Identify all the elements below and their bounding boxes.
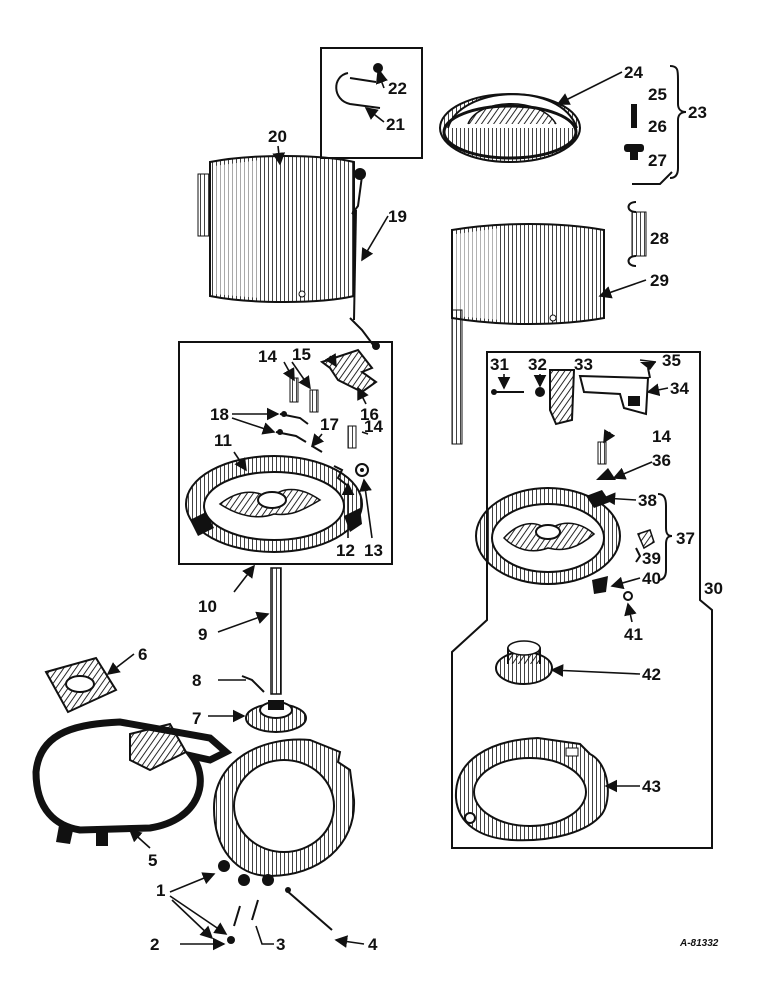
callout-25: 25: [648, 85, 667, 104]
callout-34: 34: [670, 379, 689, 398]
callout-22: 22: [388, 79, 407, 98]
callout-40: 40: [642, 569, 661, 588]
callout-41: 41: [624, 625, 643, 644]
inset-box-right-assembly: [451, 351, 713, 849]
callout-9: 9: [198, 625, 207, 644]
callout-20: 20: [268, 127, 287, 146]
part-bolt-right: [491, 389, 524, 395]
part-threaded-rod: [270, 567, 282, 695]
part-cap: [439, 93, 581, 163]
callout-32: 32: [528, 355, 547, 374]
callouts: 1 2 3 4 5 6 7 8 9 10 11 12 13 14 14 14 1…: [138, 63, 723, 954]
part-cotter-pin: [241, 675, 265, 693]
callout-3: 3: [276, 935, 285, 954]
callout-38: 38: [638, 491, 657, 510]
callout-8: 8: [192, 671, 201, 690]
callout-30: 30: [704, 579, 723, 598]
part-cylinder-housing-right: [451, 223, 605, 445]
callout-42: 42: [642, 665, 661, 684]
callout-4: 4: [368, 935, 378, 954]
callout-12: 12: [336, 541, 355, 560]
callout-26: 26: [648, 117, 667, 136]
part-gear: [245, 700, 307, 733]
callout-23: 23: [688, 103, 707, 122]
callout-24: 24: [624, 63, 643, 82]
callout-7: 7: [192, 709, 201, 728]
callout-13: 13: [364, 541, 383, 560]
part-spring-right: [597, 441, 607, 465]
figure-reference: A-81332: [679, 938, 719, 949]
part-cam-right: [596, 468, 616, 480]
callout-43: 43: [642, 777, 661, 796]
callout-27: 27: [648, 151, 667, 170]
part-bolt: [285, 887, 333, 931]
part-sleeve: [549, 369, 576, 426]
callout-29: 29: [650, 271, 669, 290]
part-screw-right: [640, 362, 656, 379]
callout-28: 28: [650, 229, 669, 248]
part-governor-plate-right: [475, 487, 621, 594]
part-pin: [631, 104, 637, 128]
callout-10: 10: [198, 597, 217, 616]
part-flange-ring: [212, 738, 356, 886]
part-bearing-housing: [44, 656, 118, 714]
callout-16: 16: [360, 405, 379, 424]
callout-11: 11: [214, 431, 232, 450]
callout-5: 5: [148, 851, 157, 870]
callout-36: 36: [652, 451, 671, 470]
callout-19: 19: [388, 207, 407, 226]
callout-2: 2: [150, 935, 159, 954]
callout-17: 17: [320, 415, 339, 434]
part-coil-spring: [627, 201, 647, 267]
callout-6: 6: [138, 645, 147, 664]
part-small-pins: [227, 899, 259, 944]
part-levers: [275, 411, 309, 443]
callout-14a: 14: [258, 347, 277, 366]
part-bracket-right: [578, 374, 650, 416]
callout-1: 1: [156, 881, 165, 900]
part-linkage-rod: [349, 168, 380, 350]
leader-lines: [106, 70, 669, 951]
inset-box-left-assembly: [178, 341, 393, 565]
part-button: [624, 144, 644, 160]
part-nut: [535, 387, 545, 397]
callout-33: 33: [574, 355, 593, 374]
part-washer-right: [623, 591, 633, 601]
braces: [657, 65, 687, 581]
part-clip-right: [635, 529, 655, 563]
callout-37: 37: [676, 529, 695, 548]
part-governor-plate-left: [185, 455, 363, 553]
callout-15: 15: [292, 345, 311, 364]
part-cylinder-housing: [197, 155, 355, 303]
part-base-ring: [454, 736, 609, 842]
callout-21: 21: [386, 115, 405, 134]
callout-39: 39: [642, 549, 661, 568]
inset-box-spring-clip: [320, 47, 423, 159]
callout-14c: 14: [652, 427, 671, 446]
part-spring-clip: [335, 63, 387, 109]
part-frame: [32, 718, 233, 846]
part-hub: [495, 640, 553, 685]
callout-18: 18: [210, 405, 229, 424]
callout-14b: 14: [364, 417, 383, 436]
part-flat-spring: [632, 171, 673, 185]
callout-31: 31: [490, 355, 509, 374]
callout-35: 35: [662, 351, 681, 370]
